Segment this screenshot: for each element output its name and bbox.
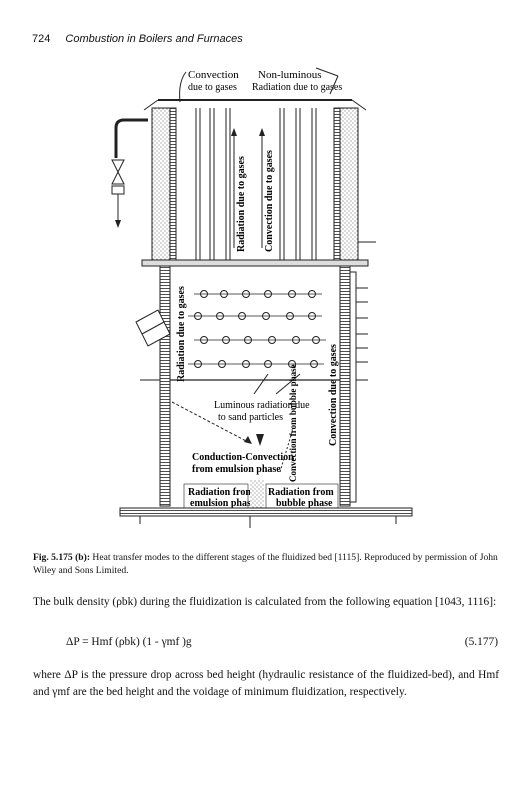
equation-text: ΔP = Hmf (ρbk) (1 - γmf )g [66, 636, 192, 648]
label-nonluminous: Non-luminous [258, 69, 322, 81]
label-rad-bub-2: bubble phase [276, 498, 333, 509]
label-conv-gases-right: Convection due to gases [328, 344, 339, 446]
label-convection-gases-2: due to gases [188, 82, 237, 93]
label-cond-conv-2: from emulsion phase [192, 464, 281, 475]
paragraph-2: where ΔP is the pressure drop across bed… [33, 669, 499, 698]
label-luminous-1: Luminous radiation due [214, 400, 310, 411]
fluidized-bed-diagram: Convection due to gases Non-luminous Rad… [111, 67, 413, 528]
label-conv-bubble: Convection from bubble phase [288, 364, 298, 482]
label-rad-emul-2: emulsion phase [190, 498, 256, 509]
running-title: Combustion in Boilers and Furnaces [65, 33, 243, 45]
label-luminous-2: to sand particles [218, 412, 283, 423]
paragraph-1: The bulk density (ρbk) during the fluidi… [33, 596, 497, 608]
caption-text: Heat transfer modes to the different sta… [33, 552, 498, 576]
label-rad-bub-1: Radiation from [268, 487, 334, 498]
label-cond-conv-1: Conduction-Convection [192, 452, 294, 463]
label-rad-emul-1: Radiation from [188, 487, 254, 498]
page-header: 724 Combustion in Boilers and Furnaces [32, 33, 243, 45]
page-number: 724 [32, 33, 51, 45]
label-convection-gases: Convection [188, 69, 239, 81]
figure-fluidized-bed: Convection due to gases Non-luminous Rad… [100, 62, 430, 532]
equation-number: (5.177) [464, 636, 498, 648]
caption-label: Fig. 5.175 (b): [33, 552, 91, 563]
label-nonluminous-2: Radiation due to gases [252, 82, 342, 93]
label-rad-gases-upper: Radiation due to gases [236, 156, 247, 252]
equation-5-177: ΔP = Hmf (ρbk) (1 - γmf )g (5.177) [66, 636, 498, 648]
label-rad-gases-lower: Radiation due to gases [176, 286, 187, 382]
figure-caption: Fig. 5.175 (b): Heat transfer modes to t… [33, 551, 498, 577]
label-conv-gases-mid: Convection due to gases [264, 150, 275, 252]
